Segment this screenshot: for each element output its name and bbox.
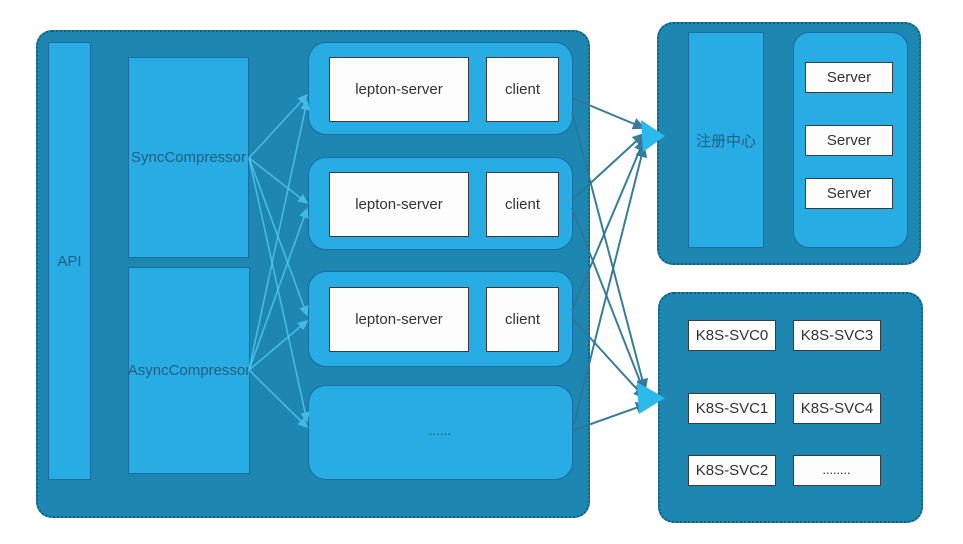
- k8s-ellipsis-box: ........: [793, 455, 881, 486]
- lepton-server-box: lepton-server: [329, 57, 469, 122]
- client-box: client: [486, 172, 559, 237]
- registry-center-box: 注册中心: [688, 32, 764, 248]
- async-compressor-box: AsyncCompressor: [128, 267, 250, 474]
- lepton-server-box: lepton-server: [329, 287, 469, 352]
- k8s-svc1-box: K8S-SVC1: [688, 393, 776, 424]
- k8s-ellipsis-label: ........: [822, 465, 851, 476]
- server-label: Server: [826, 132, 872, 149]
- k8s-svc-label: K8S-SVC4: [800, 400, 874, 417]
- client-label: client: [504, 196, 541, 213]
- k8s-svc3-box: K8S-SVC3: [793, 320, 881, 351]
- server-label: Server: [826, 185, 872, 202]
- k8s-svc4-box: K8S-SVC4: [793, 393, 881, 424]
- k8s-svc-label: K8S-SVC3: [800, 327, 874, 344]
- server-group-3: lepton-server client: [308, 271, 573, 367]
- server-box-2: Server: [805, 125, 893, 156]
- client-box: client: [486, 287, 559, 352]
- k8s-svc2-box: K8S-SVC2: [688, 455, 776, 486]
- lepton-server-label: lepton-server: [355, 81, 443, 98]
- api-box: API: [48, 42, 91, 480]
- server-group-1: lepton-server client: [308, 42, 573, 135]
- sync-compressor-box: SyncCompressor: [128, 57, 249, 258]
- server-label: Server: [826, 69, 872, 86]
- k8s-svc0-box: K8S-SVC0: [688, 320, 776, 351]
- server-group-ellipsis: ......: [308, 385, 573, 480]
- lepton-server-box: lepton-server: [329, 172, 469, 237]
- client-label: client: [504, 81, 541, 98]
- server-box-3: Server: [805, 178, 893, 209]
- client-label: client: [504, 311, 541, 328]
- k8s-svc-label: K8S-SVC0: [695, 327, 769, 344]
- k8s-svc-label: K8S-SVC2: [695, 462, 769, 479]
- ellipsis-label: ......: [429, 427, 452, 438]
- sync-compressor-label: SyncCompressor: [130, 149, 247, 166]
- registry-center-label: 注册中心: [695, 132, 756, 150]
- api-label: API: [57, 252, 82, 270]
- lepton-server-label: lepton-server: [355, 196, 443, 213]
- lepton-server-label: lepton-server: [355, 311, 443, 328]
- k8s-svc-label: K8S-SVC1: [695, 400, 769, 417]
- server-box-1: Server: [805, 62, 893, 93]
- client-box: client: [486, 57, 559, 122]
- server-group-2: lepton-server client: [308, 157, 573, 250]
- async-compressor-label: AsyncCompressor: [127, 362, 251, 379]
